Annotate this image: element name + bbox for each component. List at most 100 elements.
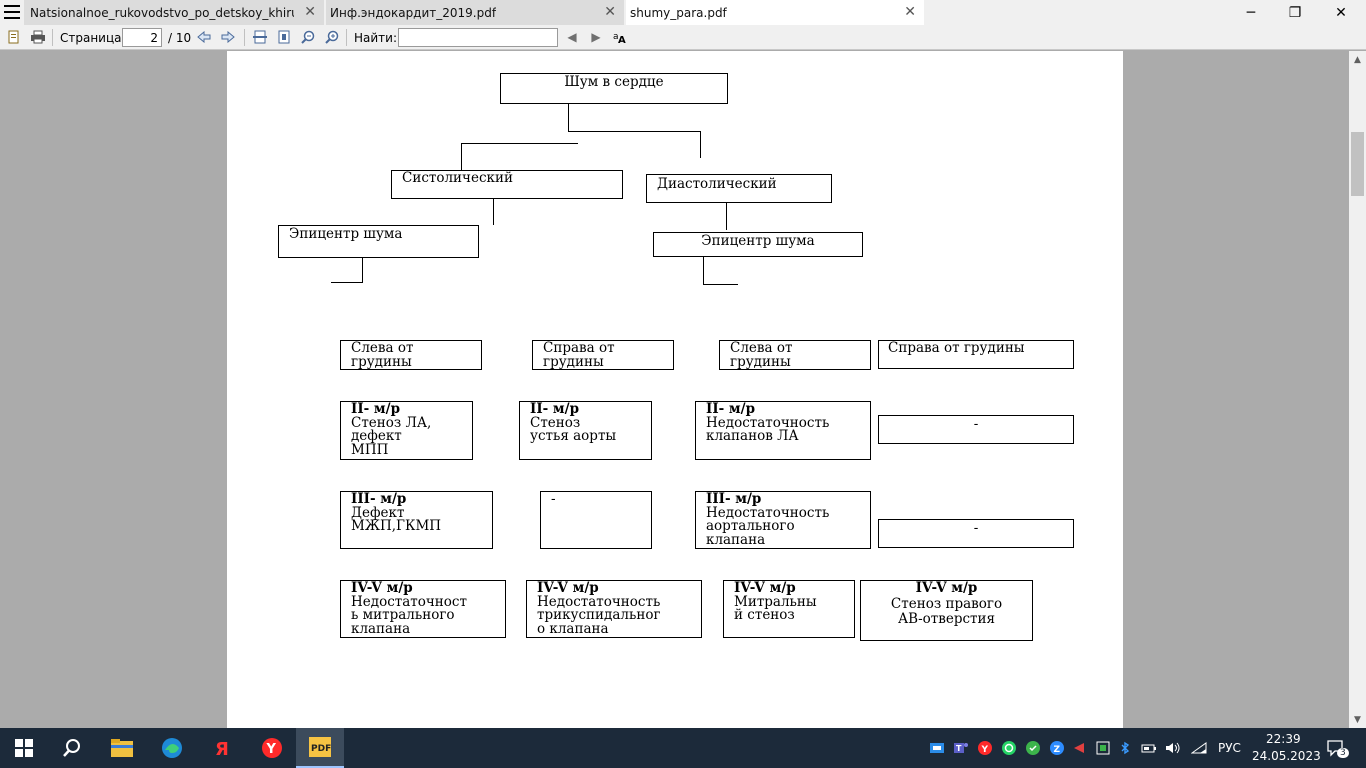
box-heading: IV-V м/р: [537, 580, 599, 596]
box-text: грудины: [543, 353, 604, 370]
scroll-thumb[interactable]: [1351, 132, 1364, 196]
scroll-up-icon[interactable]: ▲: [1354, 54, 1361, 65]
menu-icon[interactable]: [4, 5, 20, 19]
pdf-viewer-taskbar-icon[interactable]: PDF: [296, 728, 344, 768]
iv-v-space-box-4: IV-V м/р Стеноз правого АВ-отверстия: [860, 580, 1033, 641]
fit-page-icon[interactable]: [276, 29, 292, 45]
volume-icon[interactable]: [1164, 739, 1182, 757]
box-text: Стеноз ЛА,: [351, 414, 432, 431]
box-heading: III- м/р: [351, 491, 407, 507]
box-text: АВ-отверстия: [897, 611, 996, 627]
print-icon[interactable]: [30, 29, 46, 45]
green-app-icon[interactable]: [1024, 739, 1042, 757]
box-text: Недостаточность: [537, 593, 661, 610]
red-arrow-icon[interactable]: [1070, 739, 1088, 757]
zoom-out-icon[interactable]: [300, 29, 316, 45]
tab-bar: Natsionalnoe_rukovodstvo_po_detskoy_khir…: [0, 0, 1366, 25]
ii-space-box-1: II- м/р Стеноз ЛА, дефект МПП: [340, 401, 473, 460]
box-text: устья аорты: [530, 428, 617, 444]
iv-v-space-box-1: IV-V м/р Недостаточност ь митрального кл…: [340, 580, 506, 638]
svg-text:Y: Y: [266, 742, 277, 757]
connector-line: [331, 282, 363, 283]
box-text: Шум в сердце: [564, 74, 664, 90]
tab-label: Natsionalnoe_rukovodstvo_po_detskoy_khir…: [30, 5, 294, 20]
connector-line: [362, 257, 363, 283]
edge-browser-icon[interactable]: [148, 728, 196, 768]
find-input[interactable]: [398, 28, 558, 47]
close-icon[interactable]: ✕: [604, 4, 616, 20]
previous-page-icon[interactable]: [196, 29, 212, 45]
zoom-in-icon[interactable]: [324, 29, 340, 45]
tab-shumy-para[interactable]: shumy_para.pdf ✕: [626, 0, 924, 25]
minimize-button[interactable]: ─: [1246, 4, 1256, 21]
scroll-down-icon[interactable]: ▼: [1354, 714, 1361, 725]
diastolic-box: Диастолический: [646, 174, 832, 203]
wifi-icon[interactable]: [1190, 739, 1208, 757]
iii-space-box-4: -: [878, 519, 1074, 548]
iii-space-box-3: III- м/р Недостаточность аортального кла…: [695, 491, 871, 549]
box-text: Недостаточност: [351, 593, 467, 610]
find-next-icon[interactable]: ▶: [591, 30, 601, 44]
box-text: Слева от: [730, 340, 793, 356]
bluetooth-icon[interactable]: [1116, 739, 1134, 757]
page-total: / 10: [168, 31, 192, 45]
vertical-scrollbar[interactable]: ▲ ▼: [1349, 51, 1366, 728]
battery-icon[interactable]: [1140, 739, 1158, 757]
whatsapp-icon[interactable]: [1000, 739, 1018, 757]
box-text: клапана: [706, 531, 766, 548]
svg-text:Y: Y: [981, 745, 989, 755]
toolbar-separator: [244, 29, 245, 46]
svg-text:PDF: PDF: [311, 744, 331, 754]
yandex-icon[interactable]: Y: [248, 728, 296, 768]
tab-natsionalnoe[interactable]: Natsionalnoe_rukovodstvo_po_detskoy_khir…: [24, 0, 324, 25]
box-text: й стеноз: [734, 607, 795, 623]
find-previous-icon[interactable]: ◀: [567, 30, 577, 44]
yandex-tray-icon[interactable]: Y: [976, 739, 994, 757]
tab-endocardit[interactable]: Инф.эндокардит_2019.pdf ✕: [326, 0, 624, 25]
location-box-left-systolic: Слева от грудины: [340, 340, 482, 370]
network-app-icon[interactable]: [928, 739, 946, 757]
connector-line: [568, 104, 569, 132]
language-indicator[interactable]: РУС: [1218, 741, 1241, 755]
file-explorer-icon[interactable]: [98, 728, 146, 768]
connector-line: [700, 131, 701, 158]
murmur-root-box: Шум в сердце: [500, 73, 728, 104]
fit-width-icon[interactable]: [252, 29, 268, 45]
page-number-input[interactable]: [122, 28, 162, 47]
start-button[interactable]: [0, 728, 48, 768]
close-window-button[interactable]: ✕: [1335, 4, 1347, 21]
taskbar: Я Y PDF T Y Z РУС 22:39 24.05.2023: [0, 728, 1366, 768]
box-text: Стеноз правого: [890, 595, 1003, 612]
box-text: Слева от: [351, 340, 414, 356]
clock-time[interactable]: 22:39: [1266, 732, 1301, 746]
connector-line: [461, 143, 578, 144]
open-file-icon[interactable]: [6, 29, 22, 45]
close-icon[interactable]: ✕: [304, 4, 316, 20]
search-icon[interactable]: [48, 728, 96, 768]
toolbar-separator: [346, 29, 347, 46]
zoom-app-icon[interactable]: Z: [1048, 739, 1066, 757]
maximize-button[interactable]: ❐: [1288, 4, 1302, 21]
document-viewer[interactable]: Шум в сердце Систолический Диастолически…: [0, 51, 1349, 728]
teams-icon[interactable]: T: [952, 739, 970, 757]
security-icon[interactable]: [1094, 739, 1112, 757]
close-icon[interactable]: ✕: [904, 4, 916, 20]
box-text: грудины: [730, 353, 791, 370]
box-heading: III- м/р: [706, 491, 762, 507]
ii-space-box-2: II- м/р Стеноз устья аорты: [519, 401, 652, 460]
next-page-icon[interactable]: [220, 29, 236, 45]
yandex-browser-icon[interactable]: Я: [198, 728, 246, 768]
tab-label: Инф.эндокардит_2019.pdf: [330, 5, 497, 20]
location-box-right-systolic: Справа от грудины: [532, 340, 674, 370]
box-text: Митральны: [734, 593, 817, 610]
iv-v-space-box-3: IV-V м/р Митральны й стеноз: [723, 580, 855, 638]
box-text: Дефект: [351, 504, 405, 521]
box-heading: IV-V м/р: [915, 580, 978, 596]
clock-date[interactable]: 24.05.2023: [1252, 749, 1321, 763]
connector-line: [493, 199, 494, 225]
box-text: Диастолический: [657, 176, 777, 192]
box-text: -: [973, 520, 979, 536]
box-text: Недостаточность: [706, 414, 830, 431]
notifications-icon[interactable]: [1326, 739, 1344, 757]
